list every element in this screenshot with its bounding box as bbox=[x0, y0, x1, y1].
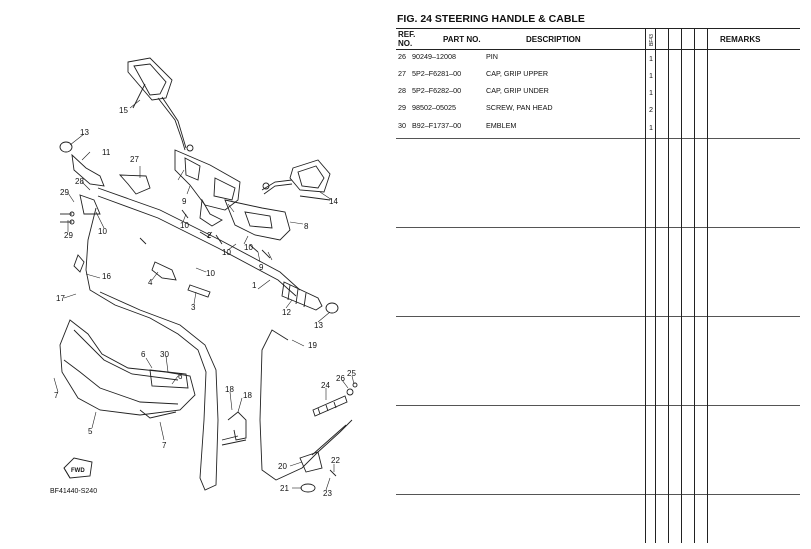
row-divider bbox=[396, 494, 800, 495]
column-divider bbox=[707, 28, 708, 543]
callout-10: 10 bbox=[98, 227, 107, 236]
left-grip bbox=[59, 141, 151, 215]
row-part-no: 98502–05025 bbox=[412, 103, 456, 112]
row-divider bbox=[396, 138, 800, 139]
row-quantity: 1 bbox=[649, 54, 653, 63]
row-description: CAP, GRIP UPPER bbox=[486, 69, 549, 78]
fwd-arrow bbox=[63, 457, 93, 479]
header-part-no: PART NO. bbox=[443, 35, 481, 44]
header-ref-line2: NO. bbox=[398, 39, 413, 48]
row-description: CAP, GRIP UNDER bbox=[486, 86, 549, 95]
header-remarks: REMARKS bbox=[720, 35, 761, 44]
callout-11: 11 bbox=[102, 148, 111, 157]
callout-6: 6 bbox=[178, 372, 183, 381]
row-quantity: 1 bbox=[649, 88, 653, 97]
callout-10: 10 bbox=[244, 243, 253, 252]
row-ref: 27 bbox=[398, 69, 406, 78]
callout-8: 8 bbox=[304, 222, 309, 231]
callout-1: 1 bbox=[252, 281, 257, 290]
row-part-no: 5P2–F6282–00 bbox=[412, 86, 462, 95]
callout-26: 26 bbox=[336, 374, 345, 383]
cable-bracket bbox=[221, 411, 247, 446]
row-part-no: 5P2–F6281–00 bbox=[412, 69, 462, 78]
row-ref: 28 bbox=[398, 86, 406, 95]
callout-16: 16 bbox=[102, 272, 111, 281]
row-description: SCREW, PAN HEAD bbox=[486, 103, 553, 112]
figure-code: BF41440-S240 bbox=[50, 488, 97, 495]
header-bottom-border bbox=[396, 49, 800, 50]
row-part-no: 90249–12008 bbox=[412, 52, 456, 61]
callout-3: 3 bbox=[191, 303, 196, 312]
callout-13: 13 bbox=[80, 128, 89, 137]
handle-cover bbox=[59, 319, 196, 419]
callout-23: 23 bbox=[323, 489, 332, 498]
figure-title: FIG. 24 STEERING HANDLE & CABLE bbox=[397, 13, 585, 25]
callout-17: 17 bbox=[56, 294, 65, 303]
parts-table: REF. NO. PART NO. DESCRIPTION BF43 REMAR… bbox=[396, 28, 800, 543]
leader-lines bbox=[53, 99, 355, 491]
callout-6: 6 bbox=[141, 350, 146, 359]
callout-27: 27 bbox=[130, 155, 139, 164]
callout-25: 25 bbox=[347, 369, 356, 378]
left-mirror bbox=[127, 57, 187, 151]
callout-14: 14 bbox=[329, 197, 338, 206]
callout-19: 19 bbox=[308, 341, 317, 350]
callout-18: 18 bbox=[225, 385, 234, 394]
callout-10: 10 bbox=[222, 248, 231, 257]
callout-5: 5 bbox=[88, 427, 93, 436]
row-divider bbox=[396, 316, 800, 317]
callout-7: 7 bbox=[162, 441, 167, 450]
column-divider bbox=[645, 28, 646, 543]
row-quantity: 1 bbox=[649, 123, 653, 132]
callout-22: 22 bbox=[331, 456, 340, 465]
callout-10: 10 bbox=[180, 221, 189, 230]
fasteners bbox=[60, 209, 271, 298]
callout-13: 13 bbox=[314, 321, 323, 330]
callout-21: 21 bbox=[280, 484, 289, 493]
column-divider bbox=[681, 28, 682, 543]
callout-2: 2 bbox=[207, 231, 212, 240]
row-ref: 29 bbox=[398, 103, 406, 112]
column-divider bbox=[655, 28, 656, 543]
callout-28: 28 bbox=[75, 177, 84, 186]
callout-12: 12 bbox=[282, 308, 291, 317]
row-quantity: 1 bbox=[649, 71, 653, 80]
row-divider bbox=[396, 405, 800, 406]
column-divider bbox=[668, 28, 669, 543]
right-mirror bbox=[261, 159, 331, 201]
row-part-no: B92–F1737–00 bbox=[412, 121, 462, 130]
right-grip bbox=[281, 281, 339, 314]
throttle-cable-right bbox=[259, 329, 358, 481]
callout-9: 9 bbox=[259, 263, 264, 272]
callout-20: 20 bbox=[278, 462, 287, 471]
header-model-code: BF43 bbox=[649, 34, 655, 46]
row-description: EMBLEM bbox=[486, 121, 517, 130]
callout-9: 9 bbox=[182, 197, 187, 206]
handlebar bbox=[97, 187, 301, 297]
header-ref-line1: REF. bbox=[398, 30, 416, 39]
callout-30: 30 bbox=[160, 350, 169, 359]
row-quantity: 2 bbox=[649, 105, 653, 114]
callout-10: 10 bbox=[206, 269, 215, 278]
callout-18: 18 bbox=[243, 391, 252, 400]
header-description: DESCRIPTION bbox=[526, 35, 581, 44]
column-divider bbox=[694, 28, 695, 543]
throttle-cable-left bbox=[73, 207, 219, 491]
row-divider bbox=[396, 227, 800, 228]
callout-15: 15 bbox=[119, 106, 128, 115]
row-ref: 26 bbox=[398, 52, 406, 61]
row-description: PIN bbox=[486, 52, 498, 61]
handle-switch-assembly bbox=[174, 144, 291, 241]
row-ref: 30 bbox=[398, 121, 406, 130]
fwd-label: FWD bbox=[71, 468, 85, 474]
callout-4: 4 bbox=[148, 278, 153, 287]
callout-7: 7 bbox=[54, 391, 59, 400]
callout-24: 24 bbox=[321, 381, 330, 390]
exploded-parts-diagram: 1 2 3 4 5 6 6 7 7 8 9 9 10 10 10 10 10 1… bbox=[50, 57, 358, 498]
callout-29: 29 bbox=[60, 188, 69, 197]
table-top-border bbox=[396, 28, 800, 29]
callout-29: 29 bbox=[64, 231, 73, 240]
